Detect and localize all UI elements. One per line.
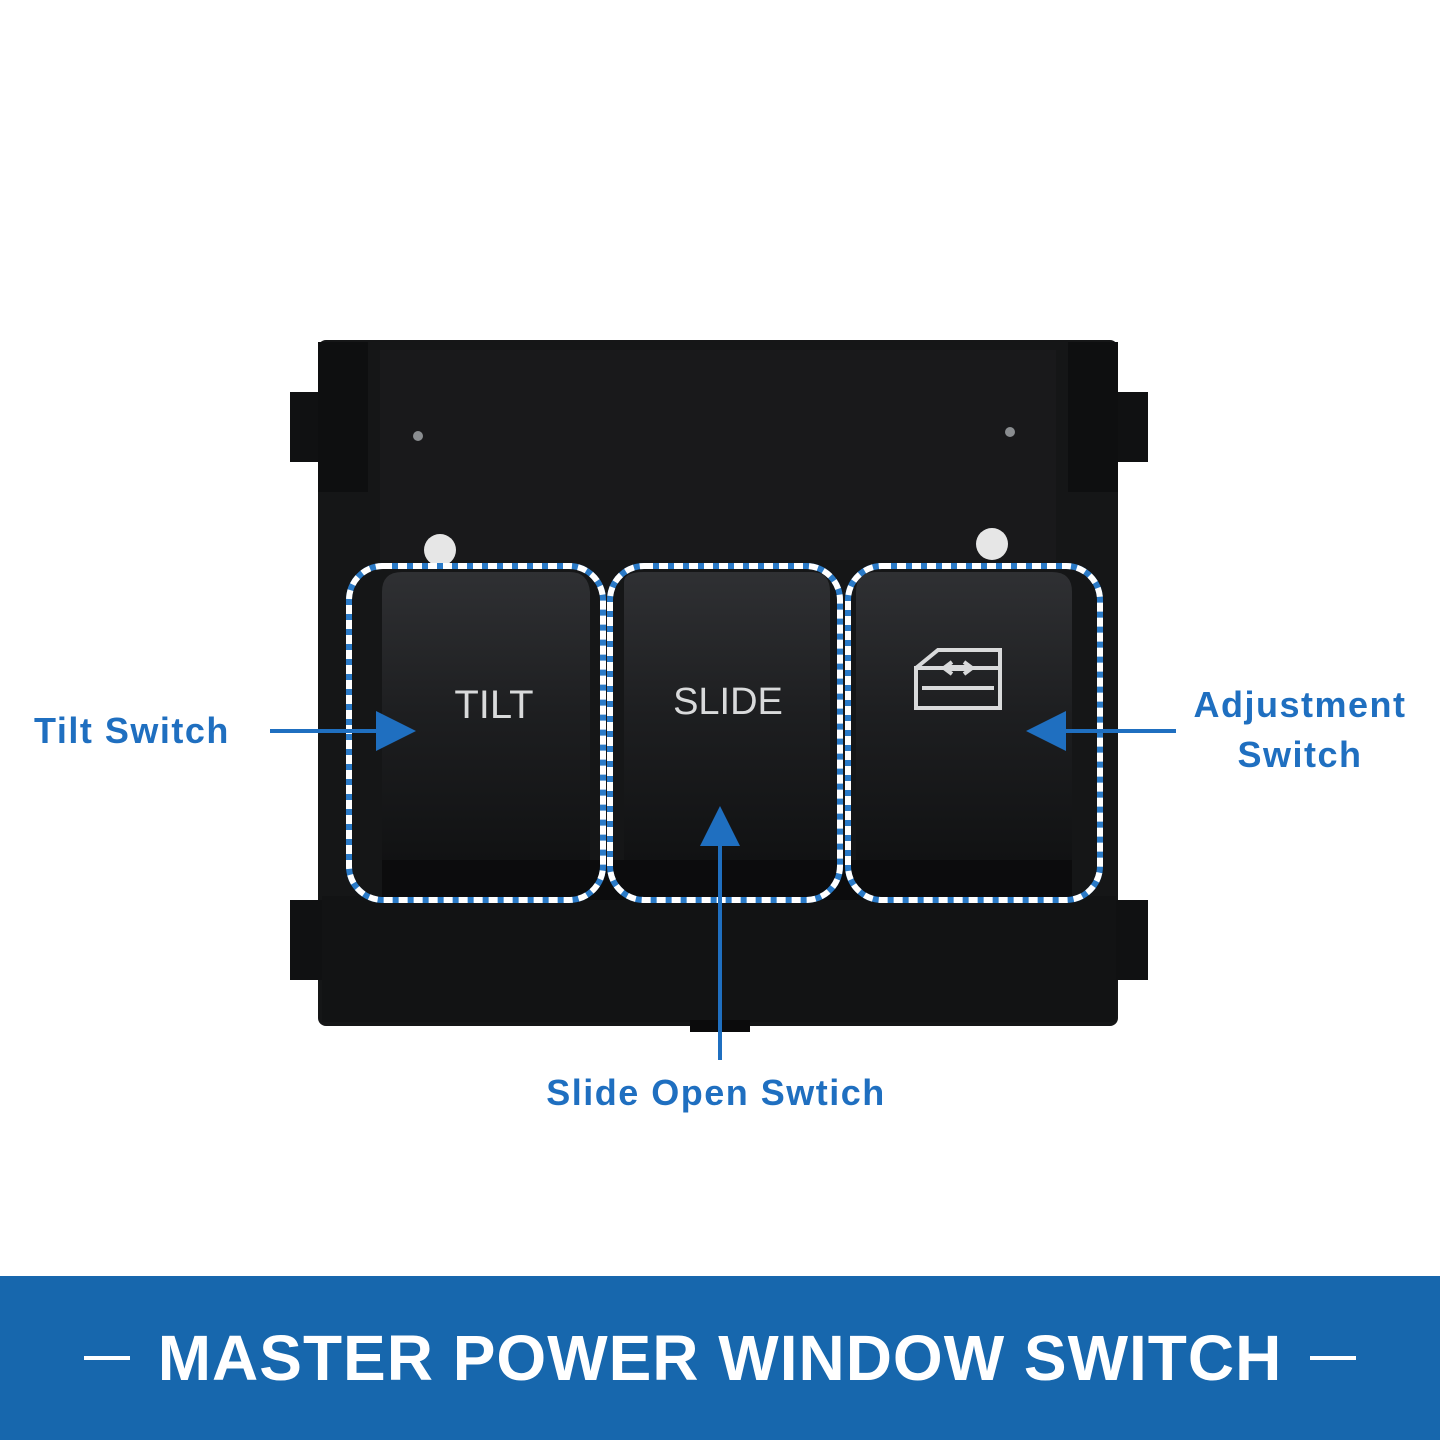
- adjustment-callout-line1: Adjustment: [1193, 684, 1407, 725]
- tilt-switch-callout: Tilt Switch: [34, 710, 230, 751]
- callout-arrows: [270, 711, 1176, 1060]
- slide-open-switch-callout: Slide Open Swtich: [546, 1072, 886, 1113]
- slide-button-label: SLIDE: [673, 681, 783, 723]
- switch-panel-illustration: TILT SLIDE: [270, 340, 1176, 1060]
- highlight-outlines: [346, 563, 1103, 903]
- adjustment-callout-line2: Switch: [1237, 734, 1363, 775]
- title-banner: MASTER POWER WINDOW SWITCH: [0, 1276, 1440, 1440]
- window-arrows-icon: [914, 648, 1002, 710]
- banner-title: MASTER POWER WINDOW SWITCH: [157, 1322, 1283, 1394]
- adjustment-switch-callout: Adjustment Switch: [1170, 680, 1430, 780]
- banner-left-dash: [83, 1356, 130, 1360]
- tilt-button-label: TILT: [454, 683, 533, 727]
- product-photo: TILT SLIDE Tilt Switch Adjustment Switch…: [34, 340, 1430, 1113]
- rocker-buttons: [382, 572, 1072, 900]
- banner-right-dash: [1310, 1356, 1357, 1360]
